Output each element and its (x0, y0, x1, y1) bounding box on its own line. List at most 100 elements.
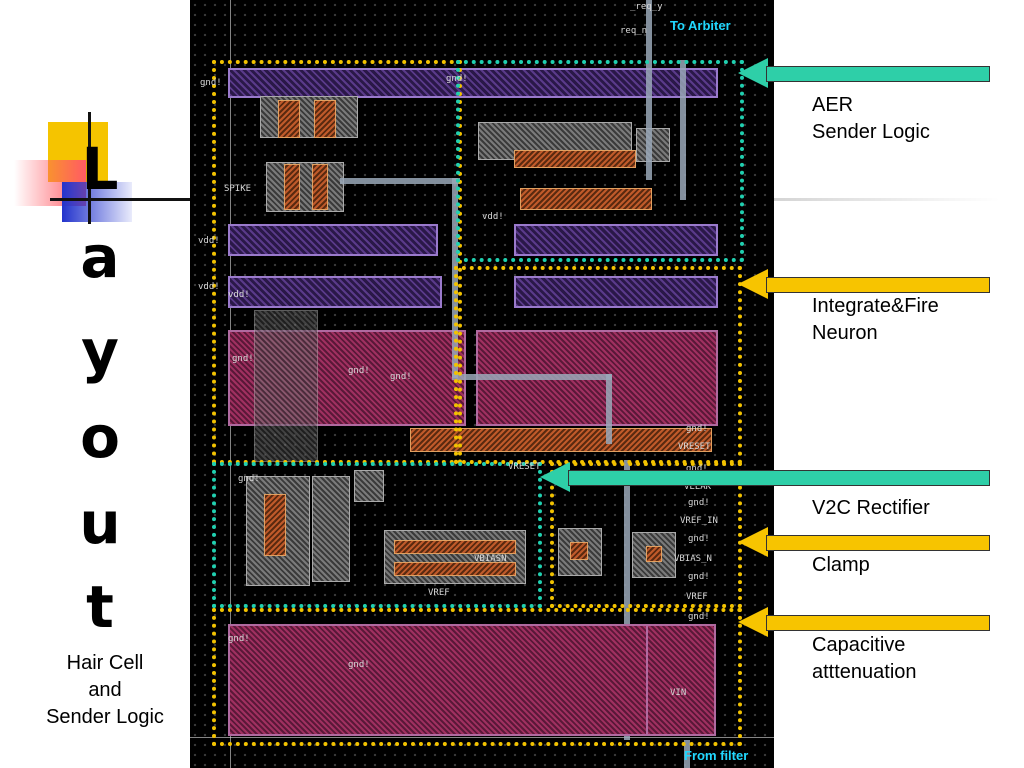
label-req-n: req_n (620, 26, 648, 36)
vdd-rail-1-right (514, 224, 718, 256)
annotation-aer-line-1: AER (812, 94, 854, 116)
vdd-rail-2-right (514, 276, 718, 308)
arrow-shaft (766, 66, 990, 82)
arrow-aer (738, 58, 990, 88)
cap-atten-capacitor-small (646, 624, 716, 736)
arrow-clamp (738, 527, 990, 557)
region-box-integrate-fire-right (454, 266, 742, 464)
annotation-cap-atten: Capacitive atttenuation (812, 632, 917, 686)
wire-3 (452, 374, 612, 380)
label-to-arbiter: To Arbiter (670, 18, 731, 33)
label-vbiasn-low: VBIASN (474, 554, 507, 564)
label-spike: SPIKE (224, 184, 252, 194)
guide-line-horizontal (190, 737, 774, 738)
vdd-rail-1-left (228, 224, 438, 256)
side-caption-line-3: Sender Logic (46, 706, 164, 728)
transistor-cluster-top (260, 96, 358, 138)
label-gnd-8: gnd! (686, 464, 708, 474)
annotation-cap-atten-line-1: Capacitive (812, 634, 906, 656)
clamp-gate-1 (570, 542, 588, 560)
label-gnd-7: gnd! (686, 424, 708, 434)
label-vreset: VRESET (678, 442, 711, 452)
side-caption-line-1: Hair Cell (66, 652, 144, 674)
annotation-if-neuron-line-1: Integrate&Fire (812, 295, 939, 317)
label-gnd-12: gnd! (688, 612, 710, 622)
label-vref-in: VREF_IN (680, 516, 718, 526)
annotation-if-neuron: Integrate&Fire Neuron (812, 293, 939, 347)
label-gnd-5: gnd! (390, 372, 412, 382)
arrow-head (738, 269, 768, 299)
label-gnd-6: gnd! (238, 474, 260, 484)
clamp-gate-2 (646, 546, 662, 562)
chip-layout-panel: To Arbiter From filter _req_y req_n gnd!… (190, 0, 774, 768)
annotation-aer-line-2: Sender Logic (812, 121, 930, 143)
arrow-shaft (568, 470, 990, 486)
label-gnd-14: gnd! (348, 660, 370, 670)
transistor-gate-2 (314, 100, 336, 138)
label-vin: VIN (670, 688, 687, 698)
transistor-cluster-mid (266, 162, 344, 212)
label-vdd-4: vdd! (228, 290, 250, 300)
label-vdd-3: vdd! (198, 282, 220, 292)
wire-5 (646, 0, 652, 180)
label-gnd-3: gnd! (232, 354, 254, 364)
region-box-integrate-fire-left (212, 60, 462, 464)
wire-7 (624, 460, 630, 740)
wire-4 (606, 374, 612, 444)
side-caption: Hair Cell and Sender Logic (30, 650, 180, 731)
region-box-cap-atten (212, 608, 742, 746)
vdd-rail-2-left (228, 276, 442, 308)
annotation-cap-atten-line-2: atttenuation (812, 661, 917, 683)
label-vleak: VLEAK (684, 482, 712, 492)
wire-1 (340, 178, 460, 184)
top-gnd-rail (228, 68, 718, 98)
wire-8 (684, 740, 690, 768)
arrow-shaft (766, 615, 990, 631)
label-gnd-9: gnd! (688, 498, 710, 508)
title-letter-l: L (81, 135, 119, 203)
arrow-if-neuron (738, 269, 990, 299)
label-gnd-10: gnd! (688, 534, 710, 544)
v2c-block-3 (354, 470, 384, 502)
side-caption-line-2: and (88, 679, 122, 701)
label-gnd-11: gnd! (688, 572, 710, 582)
label-vreset-small: VRESET (508, 462, 541, 472)
label-gnd-4: gnd! (348, 366, 370, 376)
label-vdd-2: vdd! (482, 212, 504, 222)
title-decoration-horizontal-line (50, 198, 190, 201)
title-letter-u: u (79, 489, 121, 557)
transistor-gate-1 (278, 100, 300, 138)
arrow-head (540, 462, 570, 492)
aer-logic-row-3 (520, 188, 652, 210)
region-box-v2c (212, 462, 542, 608)
annotation-if-neuron-line-2: Neuron (812, 322, 878, 344)
v2c-gate-3 (394, 562, 516, 576)
transistor-gate-3 (284, 164, 300, 210)
region-box-aer (456, 60, 744, 262)
title-decoration-blue-bar (62, 182, 132, 222)
label-vdd-1: vdd! (198, 236, 220, 246)
v2c-gate-2 (394, 540, 516, 554)
arrow-head (738, 58, 768, 88)
arrow-head (738, 527, 768, 557)
label-gnd-1: gnd! (200, 78, 222, 88)
annotation-v2c: V2C Rectifier (812, 497, 930, 519)
arrow-head (738, 607, 768, 637)
arrow-shaft (766, 277, 990, 293)
aer-logic-cell (636, 128, 670, 162)
cap-atten-capacitor (228, 624, 648, 736)
title-letter-t: t (86, 573, 114, 641)
v2c-gate-1 (264, 494, 286, 556)
label-req-y: _req_y (630, 2, 663, 12)
label-from-filter: From filter (684, 748, 749, 763)
label-vbias-n: VBIAS_N (674, 554, 712, 564)
label-vref2: VREF (428, 588, 450, 598)
arrow-shaft (766, 535, 990, 551)
label-vref: VREF (686, 592, 708, 602)
label-gnd-13: gnd! (228, 634, 250, 644)
aer-logic-row-2 (514, 150, 636, 168)
transistor-gate-4 (312, 164, 328, 210)
title-letter-y: y (81, 317, 119, 385)
v2c-block-2 (312, 476, 350, 582)
title-letter-o: o (80, 403, 120, 471)
